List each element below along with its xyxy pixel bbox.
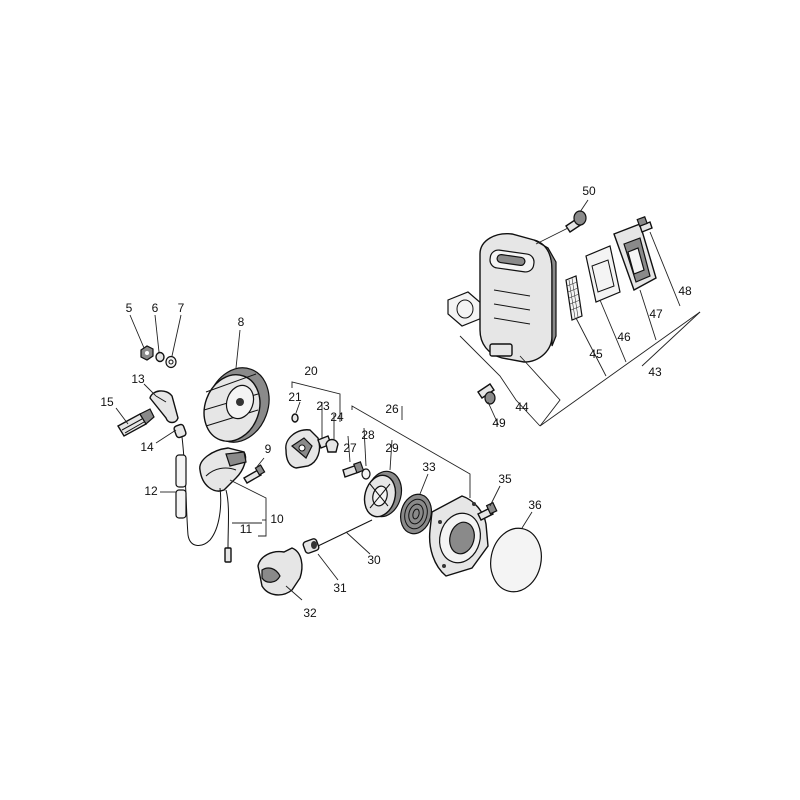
muffler-bolt <box>477 383 496 405</box>
callout-31: 31 <box>333 581 347 595</box>
callout-26: 26 <box>385 402 399 416</box>
callout-47: 47 <box>649 307 663 321</box>
clutch-spring <box>291 413 299 423</box>
cover-bolt <box>636 216 653 233</box>
callout-8: 8 <box>238 315 245 329</box>
starter-washer <box>361 468 371 480</box>
callout-45: 45 <box>589 347 603 361</box>
spark-plug-cap <box>149 390 179 424</box>
ignition-coil <box>199 447 247 492</box>
callout-49: 49 <box>492 416 506 430</box>
starter-pulley <box>363 470 403 518</box>
protective-tube <box>175 454 187 519</box>
muffler-cover <box>613 223 657 292</box>
callout-28: 28 <box>361 428 375 442</box>
callout-33: 33 <box>422 460 436 474</box>
callout-12: 12 <box>144 484 158 498</box>
callout-15: 15 <box>100 395 114 409</box>
spark-arrester-screen <box>565 275 583 321</box>
callout-7: 7 <box>178 301 185 315</box>
callout-36: 36 <box>528 498 542 512</box>
callout-44: 44 <box>515 400 529 414</box>
leader-lines <box>115 199 701 601</box>
callout-6: 6 <box>152 301 159 315</box>
cover-gasket <box>585 245 621 303</box>
starter-case <box>428 495 489 577</box>
callout-43: 43 <box>648 365 662 379</box>
plug-boot <box>173 423 187 439</box>
clutch-assembly <box>285 429 321 469</box>
callout-20: 20 <box>304 364 318 378</box>
callout-27: 27 <box>343 441 357 455</box>
callout-5: 5 <box>126 301 133 315</box>
flat-washer <box>165 355 177 369</box>
starter-rope <box>317 519 373 547</box>
rope-guide <box>302 538 320 554</box>
spark-plug <box>117 408 155 437</box>
spring-washer <box>155 351 165 363</box>
callout-21: 21 <box>288 390 302 404</box>
stop-wire <box>224 489 232 563</box>
callout-29: 29 <box>385 441 399 455</box>
callout-23: 23 <box>316 399 330 413</box>
callout-32: 32 <box>303 606 317 620</box>
callout-9: 9 <box>265 442 272 456</box>
callout-labels: 5 6 7 8 13 15 14 9 12 10 11 32 20 21 23 … <box>100 184 692 620</box>
clutch-shoe <box>325 438 339 453</box>
ignition-coil-bolt <box>243 464 266 484</box>
callout-24: 24 <box>330 410 344 424</box>
recoil-spring <box>400 493 432 535</box>
case-gasket <box>490 527 542 593</box>
flywheel <box>203 367 270 443</box>
muffler-gasket <box>447 291 483 327</box>
muffler <box>479 233 557 363</box>
callout-10: 10 <box>270 512 284 526</box>
starter-bolt <box>342 461 365 478</box>
callout-50: 50 <box>582 184 596 198</box>
callout-30: 30 <box>367 553 381 567</box>
callout-14: 14 <box>140 440 154 454</box>
callout-11: 11 <box>240 522 253 536</box>
callout-48: 48 <box>678 284 692 298</box>
case-bolt <box>477 501 498 521</box>
callout-13: 13 <box>131 372 145 386</box>
muffler-top-bolt <box>565 210 587 233</box>
nut <box>140 345 154 361</box>
callout-35: 35 <box>498 472 512 486</box>
rubber-elbow <box>257 547 303 596</box>
callout-46: 46 <box>617 330 631 344</box>
